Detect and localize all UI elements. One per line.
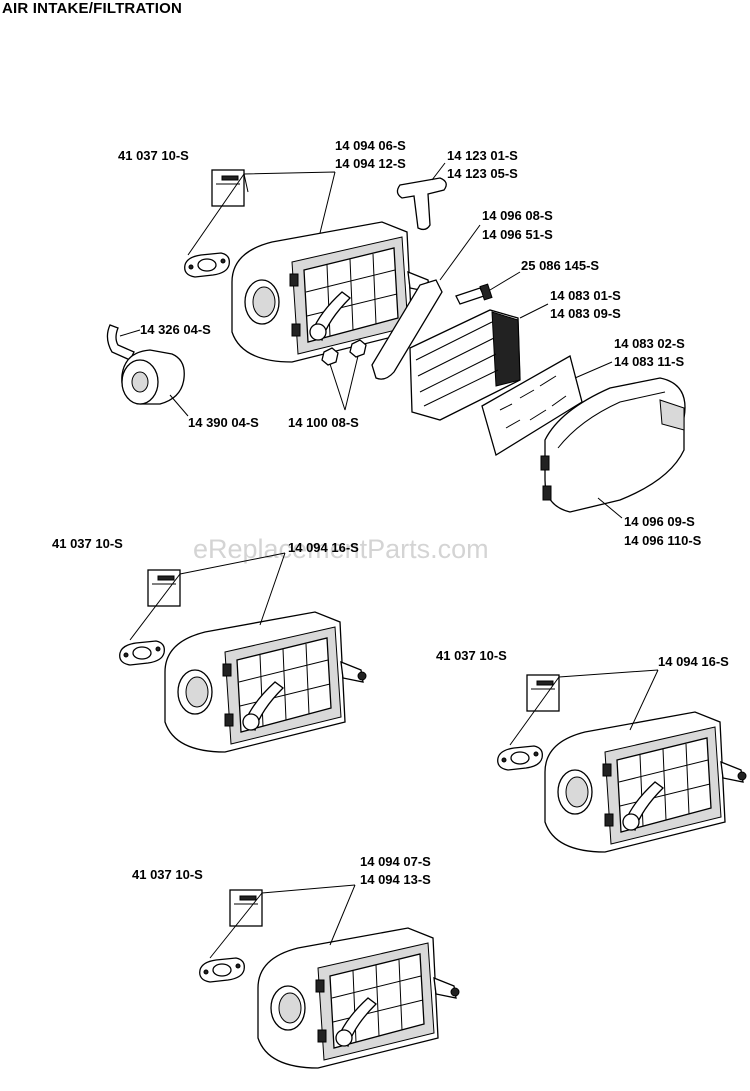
label-tag-icon (211, 169, 245, 207)
part-label: 14 100 08-S (288, 415, 359, 430)
bracket-icon (371, 279, 443, 380)
part-label: 14 094 07-S (360, 854, 431, 869)
part-label: 14 094 12-S (335, 156, 406, 171)
part-label: 14 123 01-S (447, 148, 518, 163)
part-label: 14 094 13-S (360, 872, 431, 887)
paper-filter-icon (409, 309, 521, 421)
part-label: 14 096 110-S (624, 533, 702, 548)
part-label: 14 094 16-S (288, 540, 359, 555)
breather-tube-icon (396, 177, 447, 231)
part-label: 14 390 04-S (188, 415, 259, 430)
nut-icon (321, 339, 367, 366)
diagram-title: AIR INTAKE/FILTRATION (2, 0, 183, 17)
pre-cleaner-icon (121, 349, 185, 405)
part-label: 41 037 10-S (118, 148, 189, 163)
air-cleaner-base-icon (164, 611, 367, 753)
part-label: 14 083 01-S (550, 288, 621, 303)
part-label: 14 326 04-S (140, 322, 211, 337)
air-cleaner-cover-icon (540, 377, 686, 513)
part-label: 41 037 10-S (132, 867, 203, 882)
part-label: 14 096 51-S (482, 227, 553, 242)
gasket-icon (199, 957, 245, 983)
gasket-icon (497, 745, 543, 771)
screw-icon (455, 283, 493, 305)
part-label: 14 083 11-S (614, 354, 684, 369)
part-label: 14 123 05-S (447, 166, 518, 181)
part-label: 14 096 08-S (482, 208, 553, 223)
label-tag-icon (229, 889, 263, 927)
part-label: 41 037 10-S (436, 648, 507, 663)
part-label: 14 096 09-S (624, 514, 695, 529)
label-tag-icon (147, 569, 181, 607)
part-label: 14 083 09-S (550, 306, 621, 321)
gasket-icon (184, 252, 230, 278)
air-cleaner-base-icon (257, 927, 460, 1069)
label-tag-icon (526, 674, 560, 712)
part-label: 41 037 10-S (52, 536, 123, 551)
watermark: eReplacementParts.com (193, 534, 489, 564)
gasket-icon (119, 640, 165, 666)
hose-icon (106, 324, 135, 361)
part-label: 25 086 145-S (521, 258, 599, 273)
part-label: 14 094 16-S (658, 654, 729, 669)
part-label: 14 094 06-S (335, 138, 406, 153)
part-label: 14 083 02-S (614, 336, 685, 351)
air-cleaner-base-icon (544, 711, 747, 853)
